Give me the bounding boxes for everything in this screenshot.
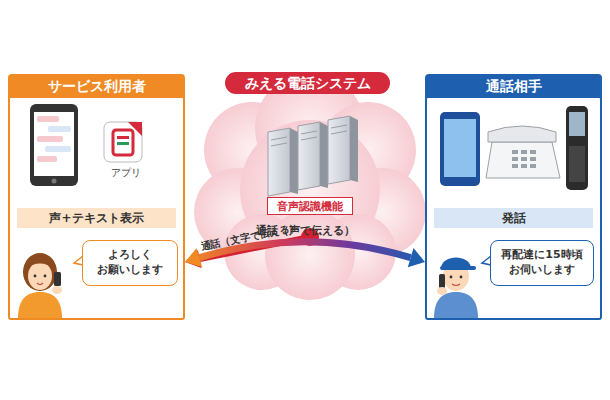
app-icon — [104, 122, 142, 162]
man-figure — [439, 274, 445, 288]
man-figure — [452, 284, 460, 286]
phone-set — [486, 142, 560, 178]
smartphone — [34, 112, 74, 176]
panel-heading: サービス利用者 — [8, 74, 185, 98]
node-cloud: みえる電話システム音声認識機能 — [200, 95, 420, 300]
woman-figure — [54, 272, 61, 286]
node-band: 発話 — [434, 208, 593, 228]
man-figure — [440, 266, 476, 270]
man-figure — [450, 276, 453, 279]
smartphone — [45, 146, 71, 152]
woman-figure — [52, 286, 62, 294]
woman-figure — [18, 292, 62, 318]
smartphone — [37, 136, 63, 142]
phone-set — [569, 146, 585, 182]
server-icon — [331, 125, 347, 128]
phone-set — [440, 106, 588, 190]
phone-set — [530, 164, 536, 168]
cloud-shape — [194, 73, 426, 300]
system-heading: みえる電話システム — [225, 72, 390, 94]
phone-set — [444, 119, 476, 177]
node-band: 声+テキスト表示 — [17, 208, 176, 228]
woman-figure — [28, 262, 52, 290]
server-icon — [301, 131, 317, 134]
app-icon — [117, 136, 129, 139]
server-icon — [350, 116, 358, 182]
app-icon — [128, 122, 142, 136]
server-icon — [290, 128, 298, 194]
man-figure — [437, 287, 447, 295]
woman-figure — [18, 253, 62, 318]
node-tag: 音声認識機能 — [267, 197, 353, 215]
node-bubble: よろしく お願いします — [82, 240, 178, 286]
icon-caption: アプリ — [111, 166, 141, 180]
app-icon — [104, 122, 142, 162]
phone-set — [512, 150, 536, 168]
man-figure — [434, 258, 478, 319]
app-icon — [113, 130, 133, 155]
bubble-text: よろしく お願いします — [89, 248, 171, 278]
phone-set — [521, 164, 527, 168]
phone-set — [440, 112, 480, 186]
edge-label: 通話（声で伝える） — [256, 223, 355, 238]
server-icon — [271, 125, 347, 146]
server-icon — [271, 137, 287, 140]
server-icon — [271, 143, 287, 146]
smartphone — [30, 104, 78, 186]
woman-figure — [23, 253, 57, 291]
band-text: 声+テキスト表示 — [49, 210, 143, 227]
server-icon — [331, 131, 347, 134]
server-icon — [328, 116, 350, 184]
woman-figure — [44, 275, 47, 278]
panel-heading: 通話相手 — [425, 74, 602, 98]
phone-set — [530, 157, 536, 161]
man-figure — [460, 276, 463, 279]
man-figure — [434, 292, 478, 318]
phone-set — [512, 157, 518, 161]
server-icon — [301, 137, 317, 140]
smartphone — [48, 126, 71, 132]
server-icon — [320, 122, 328, 188]
smartphone — [37, 116, 59, 122]
band-text: 発話 — [502, 210, 526, 227]
smartphone — [30, 104, 78, 186]
server-icon — [268, 128, 290, 196]
woman-figure — [27, 259, 53, 268]
phone-set — [521, 150, 527, 154]
smartphone — [52, 179, 57, 184]
tag-text: 音声認識機能 — [277, 199, 343, 214]
smartphone — [37, 156, 57, 162]
node-panel: サービス利用者声+テキスト表示よろしく お願いします — [8, 96, 185, 320]
bubble-text: 再配達に15時頃 お伺いします — [497, 248, 587, 278]
phone-set — [488, 126, 556, 142]
phone-set — [566, 106, 588, 190]
node-panel: 通話相手発話再配達に15時頃 お伺いします — [425, 96, 602, 320]
server-icon — [298, 122, 320, 190]
node-bubble: 再配達に15時頃 お伺いします — [490, 240, 594, 286]
server-icon — [268, 116, 358, 196]
phone-set — [530, 150, 536, 154]
phone-set — [521, 157, 527, 161]
woman-figure — [34, 275, 37, 278]
woman-figure — [37, 283, 43, 285]
app-icon — [117, 142, 129, 145]
phone-set — [569, 112, 585, 136]
phone-set — [512, 164, 518, 168]
phone-set — [512, 150, 518, 154]
